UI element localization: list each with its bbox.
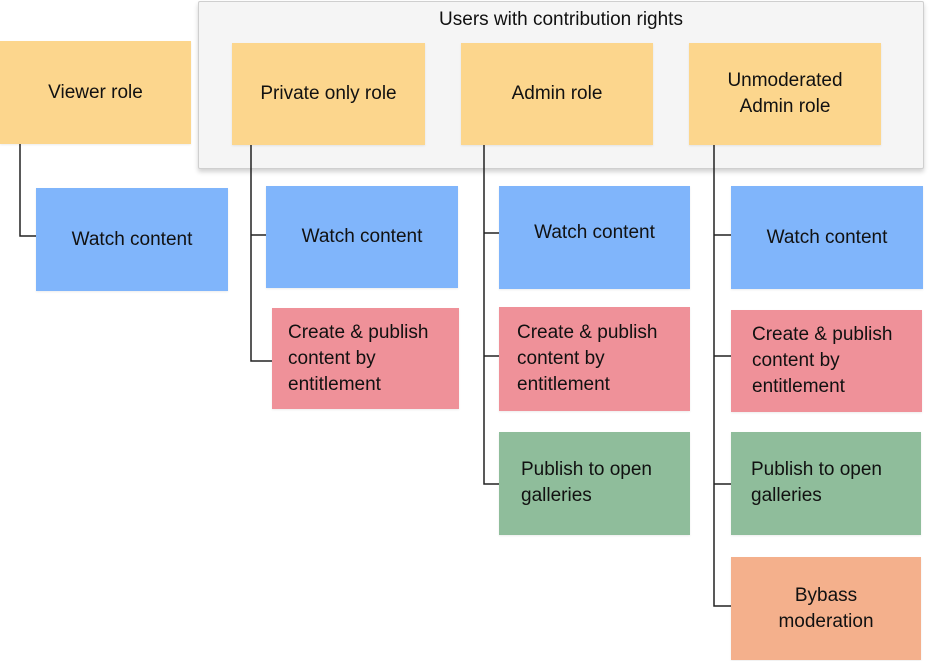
admin-create-publish: Create & publish content by entitlement [499, 307, 690, 411]
permission-label: Watch content [71, 228, 193, 250]
role-unmoderated-admin-label: Unmoderated Admin role [727, 70, 843, 117]
connector-viewer [19, 143, 36, 237]
role-admin: Admin role [461, 43, 653, 145]
private-create-publish: Create & publish content by entitlement [272, 308, 459, 409]
unmod-publish-open-galleries: Publish to open galleries [731, 432, 921, 535]
admin-publish-open-galleries: Publish to open galleries [499, 432, 690, 535]
connector-unmod-trunk [713, 145, 731, 607]
permission-label: Create & publish content by entitlement [517, 322, 658, 395]
group-title: Users with contribution rights [439, 9, 683, 30]
permission-label: Bybass moderation [778, 584, 874, 632]
role-viewer: Viewer role [0, 41, 191, 144]
permission-label: Watch content [766, 226, 888, 248]
unmod-bypass-moderation: Bybass moderation [731, 557, 921, 660]
admin-watch-content: Watch content [499, 186, 690, 289]
private-watch-content: Watch content [266, 186, 458, 288]
unmod-create-publish: Create & publish content by entitlement [731, 310, 922, 412]
role-unmoderated-admin: Unmoderated Admin role [689, 43, 881, 145]
permission-label: Create & publish content by entitlement [752, 324, 893, 397]
permission-label: Watch content [534, 222, 655, 243]
role-admin-label: Admin role [511, 83, 603, 104]
connector-admin-trunk [483, 145, 499, 485]
permission-label: Publish to open galleries [751, 459, 882, 506]
connector-private-trunk [250, 145, 272, 362]
permission-label: Watch content [301, 226, 423, 247]
role-private-only-label: Private only role [260, 83, 397, 104]
unmod-watch-content: Watch content [731, 186, 923, 289]
viewer-watch-content: Watch content [36, 188, 228, 291]
permission-label: Publish to open galleries [521, 459, 652, 506]
role-private-only: Private only role [232, 43, 425, 145]
permission-label: Create & publish content by entitlement [288, 321, 429, 395]
role-viewer-label: Viewer role [48, 81, 143, 103]
